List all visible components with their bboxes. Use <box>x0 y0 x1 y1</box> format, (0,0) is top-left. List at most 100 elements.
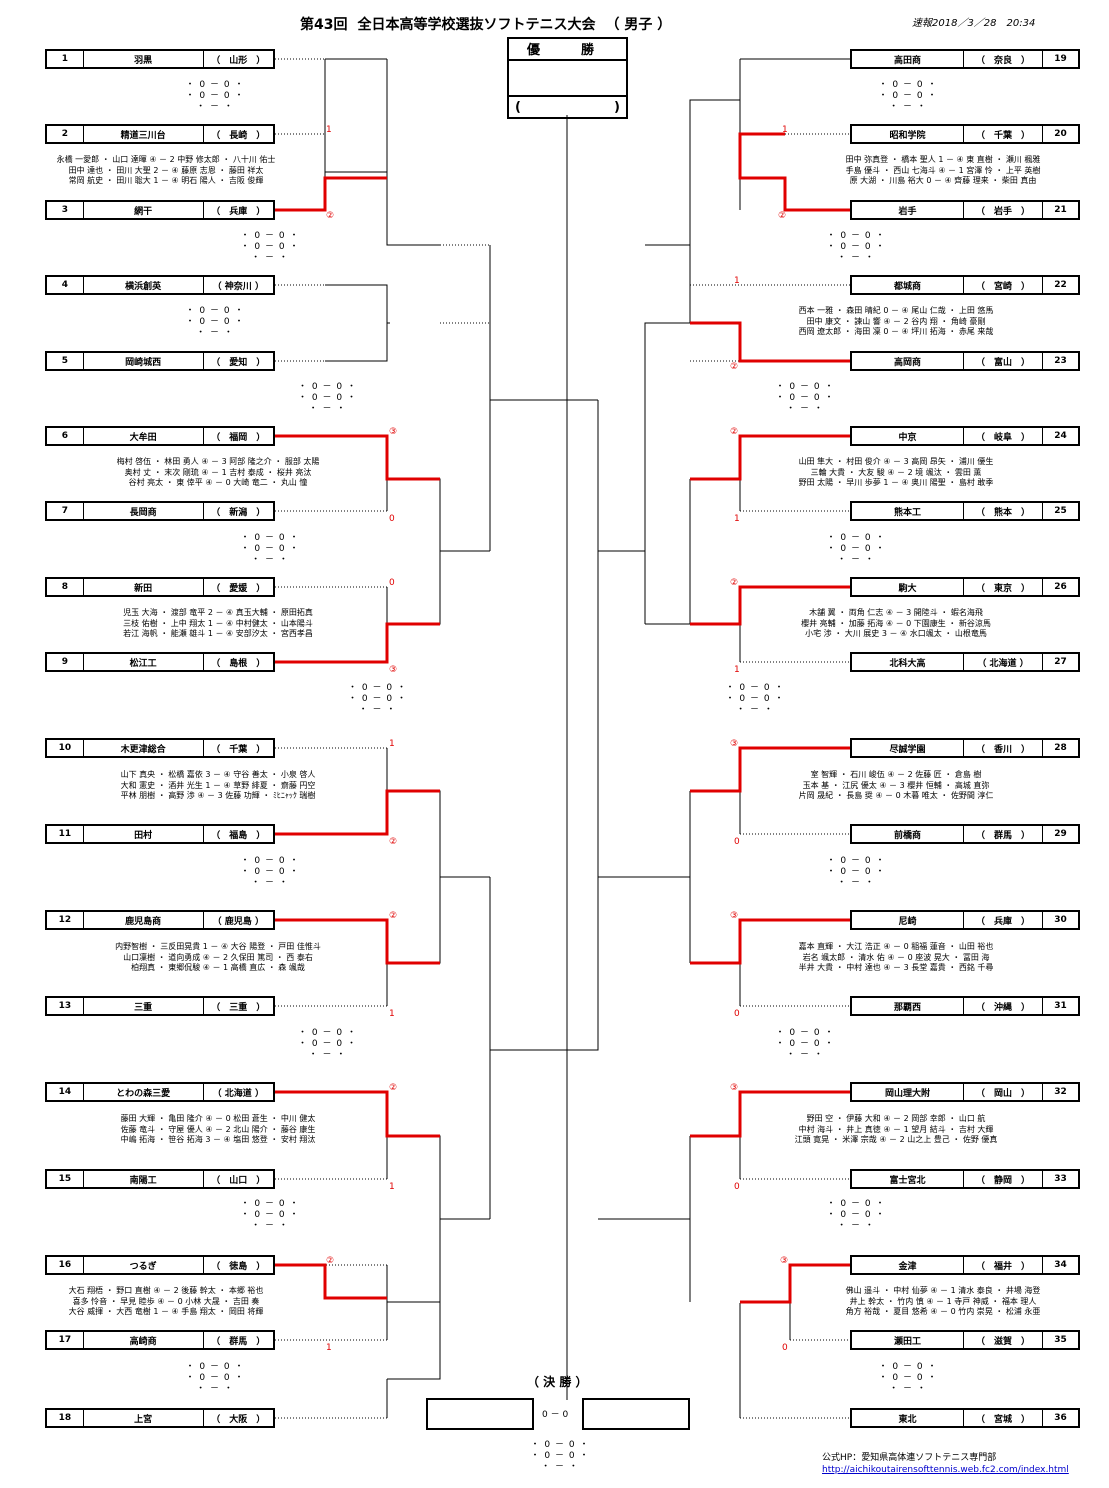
match-detail: 山下 真央 ・ 松橋 嘉依 3 － ④ 守谷 善太 ・ 小泉 啓人大和 憲史 ・… <box>120 770 316 800</box>
pending-match: ・ 0 － 0 ・・ 0 － 0 ・・ － ・ <box>826 533 886 565</box>
team-entry: 金津（ 福井 ）34 <box>850 1255 1080 1275</box>
team-entry: 東北（ 宮城 ）36 <box>850 1408 1080 1428</box>
team-entry: 岡山理大附（ 岡山 ）32 <box>850 1082 1080 1102</box>
score-l11: ② <box>389 837 397 847</box>
final-label: （ 決 勝 ） <box>527 1375 588 1389</box>
score-r29: 0 <box>734 837 740 847</box>
match-detail: 山田 隼大 ・ 村田 俊介 ④ － 3 高岡 昂矢 ・ 浦川 優生三輪 大貴 ・… <box>798 457 994 487</box>
score-l12: ② <box>389 911 397 921</box>
champion-label: 優 勝 <box>509 39 626 61</box>
score-r30: ③ <box>730 911 738 921</box>
team-entry: 駒大（ 東京 ）26 <box>850 577 1080 597</box>
final-left-slot <box>426 1398 534 1430</box>
match-detail: 木舗 翼 ・ 両角 仁志 ④ － 3 開陸斗 ・ 蝦名海飛櫻井 亮輔 ・ 加藤 … <box>801 608 991 638</box>
pending-match: ・ 0 － 0 ・・ 0 － 0 ・・ － ・ <box>240 533 300 565</box>
match-detail: 田中 弥真登 ・ 橋本 聖人 1 － ④ 東 直樹 ・ 瀬川 楓雅手島 優斗 ・… <box>845 155 1041 185</box>
score-l14: ② <box>389 1083 397 1093</box>
score-r26: ② <box>730 578 738 588</box>
score-l6: ③ <box>389 427 397 437</box>
score-r35: 0 <box>782 1343 788 1353</box>
match-detail: 西本 一雅 ・ 森田 晴紀 0 － ④ 尾山 仁哉 ・ 上田 悠馬田中 康文 ・… <box>798 306 994 336</box>
score-l2: 1 <box>326 125 332 135</box>
team-entry: 高岡商（ 富山 ）23 <box>850 351 1080 371</box>
score-r25: 1 <box>734 514 740 524</box>
pending-match: ・ 0 － 0 ・・ 0 － 0 ・・ － ・ <box>826 856 886 888</box>
match-detail: 永橋 一愛郎 ・ 山口 達暉 ④ － 2 中野 修太郎 ・ 八十川 佑士田中 達… <box>56 155 276 185</box>
team-entry: 前橋商（ 群馬 ）29 <box>850 824 1080 844</box>
pending-match: ・ 0 － 0 ・・ 0 － 0 ・・ － ・ <box>775 1028 835 1060</box>
score-r22: 1 <box>734 276 740 286</box>
match-detail: 児玉 大海 ・ 渡部 竜平 2 － ④ 真玉大輔 ・ 原田拓真三枝 佑樹 ・ 上… <box>123 608 313 638</box>
team-entry: 中京（ 岐阜 ）24 <box>850 426 1080 446</box>
score-r21: ② <box>778 211 786 221</box>
team-entry: 都城商（ 宮崎 ）22 <box>850 275 1080 295</box>
score-l8: 0 <box>389 578 395 588</box>
round-scores: 1 ② ③ 0 0 ③ 1 ② ② 1 ② 1 ② 1 1 ② 1 ② ② 1 … <box>326 125 788 1353</box>
pending-match: ・ 0 － 0 ・・ 0 － 0 ・・ － ・ <box>240 231 300 263</box>
pending-match: ・ 0 － 0 ・・ 0 － 0 ・・ － ・ <box>725 683 785 715</box>
match-detail: 梅村 啓伍 ・ 林田 勇人 ④ － 3 阿部 隆之介 ・ 服部 太陽奥村 丈 ・… <box>116 457 320 487</box>
team-entry: 那覇西（ 沖縄 ）31 <box>850 996 1080 1016</box>
score-r33: 0 <box>734 1182 740 1192</box>
score-r32: ③ <box>730 1083 738 1093</box>
match-detail: 内野智樹 ・ 三反田晃貴 1 － ④ 大谷 陽登 ・ 戸田 佳惟斗山口凜樹 ・ … <box>115 942 321 972</box>
pending-match: ・ 0 － 0 ・・ 0 － 0 ・・ － ・ <box>878 80 938 112</box>
champion-pref: () <box>515 99 620 115</box>
pending-match: ・ 0 － 0 ・・ 0 － 0 ・・ － ・ <box>298 1028 357 1060</box>
team-entry: 熊本工（ 熊本 ）25 <box>850 501 1080 521</box>
pending-match: ・ 0 － 0 ・・ 0 － 0 ・・ － ・ <box>826 231 886 263</box>
pending-match: ・ 0 － 0 ・・ 0 － 0 ・・ － ・ <box>878 1362 938 1394</box>
pending-match: ・ 0 － 0 ・・ 0 － 0 ・・ － ・ <box>348 683 407 715</box>
champion-name <box>509 61 626 97</box>
match-detail: 佛山 遥斗 ・ 中村 仙夢 ④ － 1 清水 泰良 ・ 井場 海登井上 幹太 ・… <box>845 1286 1041 1316</box>
team-entry: 昭和学院（ 千葉 ）20 <box>850 124 1080 144</box>
bulletin-timestamp: 速報2018／3／28 20:34 <box>912 18 1036 29</box>
footer-text: 公式HP：愛知県高体連ソフトテニス専門部 <box>822 1453 997 1463</box>
score-r20: 1 <box>782 125 788 135</box>
score-l9: ③ <box>389 665 397 675</box>
match-detail: 大石 翔梧 ・ 野口 直樹 ④ － 2 後藤 幹太 ・ 本郷 裕也喜多 怜音 ・… <box>68 1286 264 1316</box>
final-right-slot <box>582 1398 690 1430</box>
team-entry: 高田商（ 奈良 ）19 <box>850 49 1080 69</box>
team-entry: 富士宮北（ 静岡 ）33 <box>850 1169 1080 1189</box>
pending-match: ・ 0 － 0 ・・ 0 － 0 ・・ － ・ <box>240 1199 300 1231</box>
final-score: 0 － 0 <box>542 1410 569 1420</box>
pending-match: ・ 0 － 0 ・・ 0 － 0 ・・ － ・ <box>775 382 835 414</box>
footer-link[interactable]: http://aichikoutairensofttennis.web.fc2.… <box>822 1465 1069 1475</box>
team-entry: 岩手（ 岩手 ）21 <box>850 200 1080 220</box>
pending-match: ・ 0 － 0 ・・ 0 － 0 ・・ － ・ <box>185 306 245 338</box>
score-r28: ③ <box>730 739 738 749</box>
champion-box: 優 勝 () <box>507 37 628 119</box>
team-entry: 北科大高（ 北海道 ）27 <box>850 652 1080 672</box>
right-bracket-r1 <box>567 58 850 1419</box>
page-title: 第43回全日本高等学校選抜ソフトテニス大会（ 男子 ） <box>300 17 672 33</box>
final-match: ・ 0 － 0 ・・ 0 － 0 ・・ － ・ <box>530 1440 590 1472</box>
score-r34: ③ <box>780 1256 788 1266</box>
score-l15: 1 <box>389 1182 395 1192</box>
match-detail: 嘉本 直輝 ・ 大江 浩正 ④ － 0 稲福 蓮音 ・ 山田 裕也岩名 颯太郎 … <box>798 942 994 972</box>
match-detail: 室 智輝 ・ 石川 峻伍 ④ － 2 佐藤 匠 ・ 倉島 樹玉本 基 ・ 江尻 … <box>798 770 994 800</box>
pending-match: ・ 0 － 0 ・・ 0 － 0 ・・ － ・ <box>185 80 245 112</box>
team-entry: 尽誠学園（ 香川 ）28 <box>850 738 1080 758</box>
score-l16: ② <box>326 1256 334 1266</box>
pending-match: ・ 0 － 0 ・・ 0 － 0 ・・ － ・ <box>185 1362 245 1394</box>
pending-match: ・ 0 － 0 ・・ 0 － 0 ・・ － ・ <box>826 1199 886 1231</box>
score-l17: 1 <box>326 1343 332 1353</box>
footer: 公式HP：愛知県高体連ソフトテニス専門部 http://aichikoutair… <box>822 1452 1069 1476</box>
